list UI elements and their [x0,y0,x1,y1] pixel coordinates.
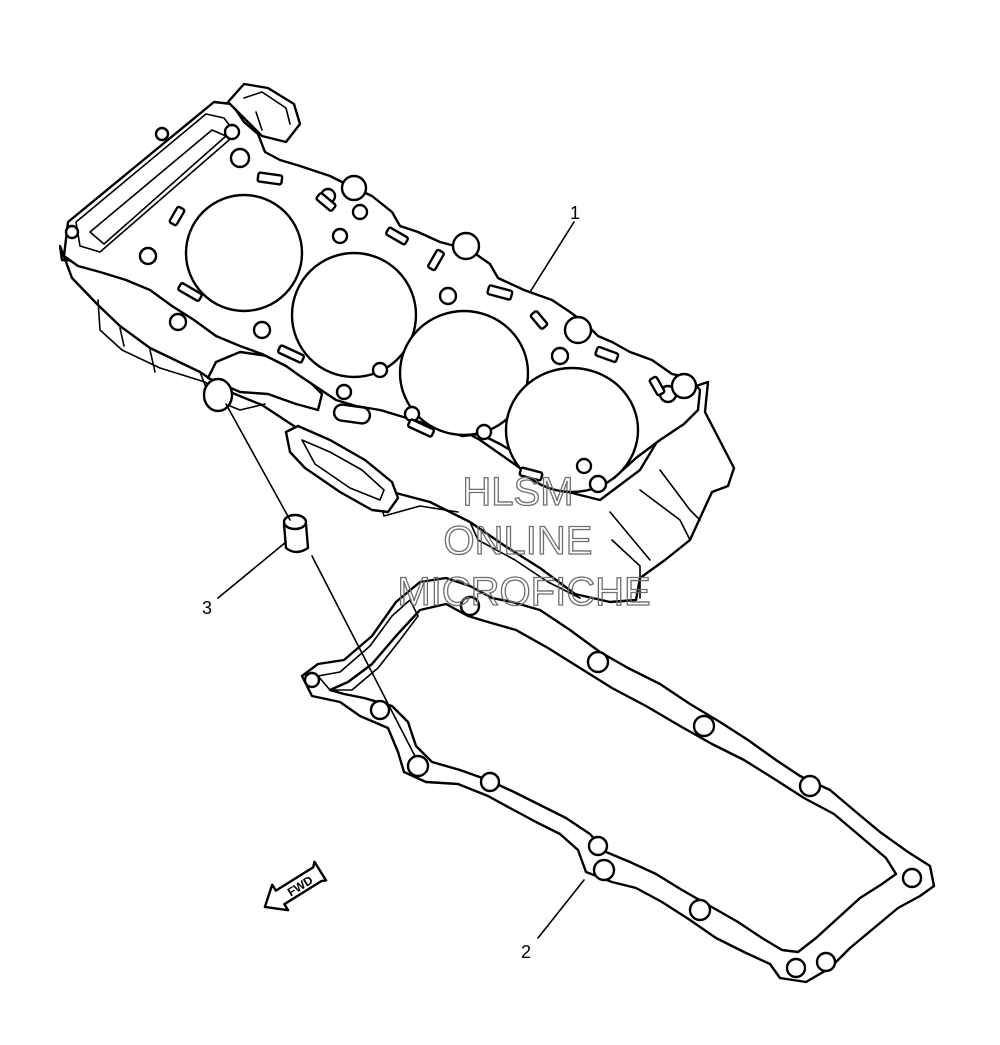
gasket-drawing [300,576,936,984]
cylinder-ears [340,174,698,400]
watermark-line-2: ONLINE [444,519,593,563]
cylinder-drawing [58,82,736,604]
cylinder-top-boss-detail [243,91,291,131]
gasket-chain-window [317,599,419,691]
cylinder-bore-1 [184,193,304,313]
gasket-outer-edge [300,576,936,984]
callout-1: 1 [570,203,580,223]
assembly-alignment-line-upper [225,403,291,521]
watermark-line-1: HLSM [462,470,573,514]
cylinder-bore-2 [290,251,418,379]
callout-leader-1 [529,221,575,293]
cylinder-side-port [301,439,385,501]
cylinder-side-boss [284,424,400,514]
callout-2: 2 [521,942,531,962]
fwd-arrow-icon: FWD [263,860,328,912]
callout-3: 3 [202,598,212,618]
cylinder-coolant-slots [168,171,666,482]
cylinder-bore-4 [504,366,640,494]
cylinder-top-boss [226,82,302,144]
cylinder-boss-left [202,377,234,413]
cylinder-bore-3 [398,309,530,437]
callout-leader-2 [537,879,585,939]
dowel-pin-drawing [282,513,310,554]
gasket-bolt-holes [303,595,923,979]
callout-leader-3 [217,541,287,599]
watermark: HLSM ONLINE MICROFICHE [397,469,652,614]
assembly-alignment-line-lower [311,555,419,763]
cylinder-lower-rib [206,350,324,412]
watermark-line-3: MICROFICHE [397,570,650,614]
